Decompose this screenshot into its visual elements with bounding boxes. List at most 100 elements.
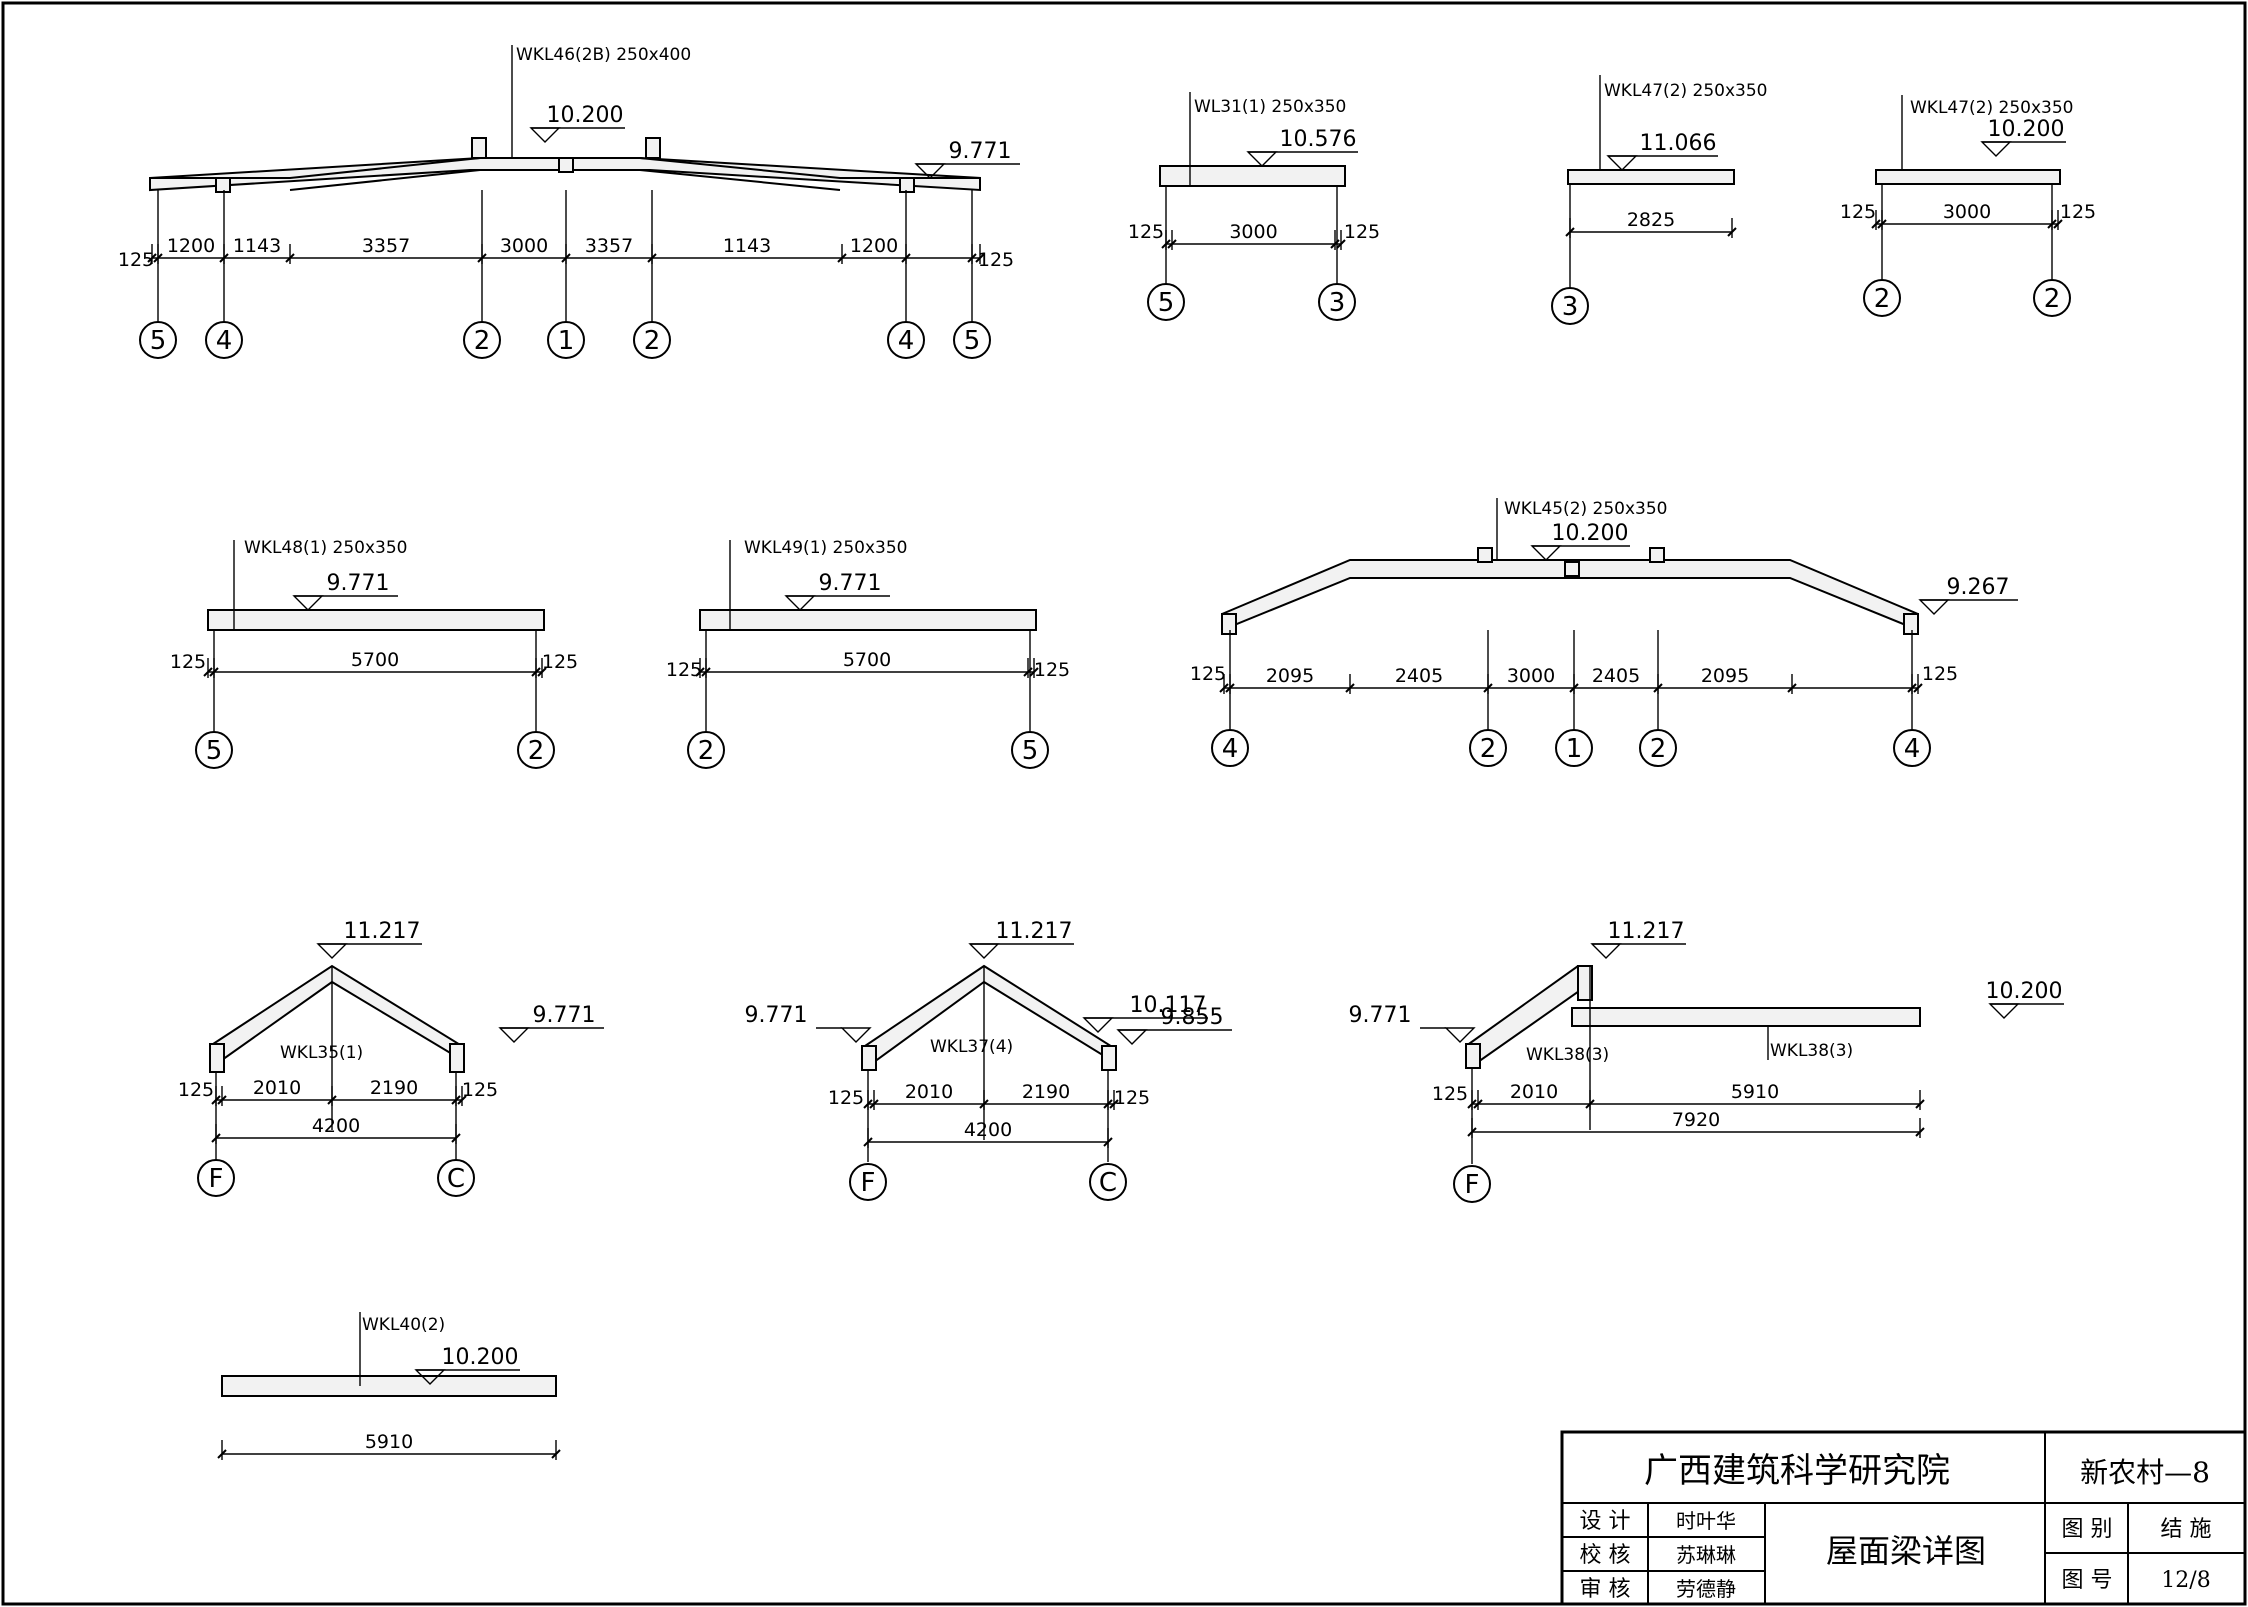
dimension-value: 125: [978, 249, 1014, 271]
dimension-value: 125: [1922, 663, 1958, 685]
column-stub: [1649, 547, 1665, 563]
elevation-marker: [1988, 1003, 2020, 1019]
dimension-value: 2095: [1266, 665, 1314, 687]
elevation-value: 11.066: [1640, 131, 1717, 156]
slab-section: [1159, 165, 1346, 187]
project-code: 新农村—8: [2080, 1456, 2210, 1489]
elevation-value: 10.200: [547, 103, 624, 128]
axis-bubble: [633, 321, 671, 359]
elevation-value: 10.200: [1552, 521, 1629, 546]
axis-label: 2: [698, 736, 715, 766]
axis-bubble: [197, 1159, 235, 1197]
dimension-value: 2405: [1395, 665, 1443, 687]
dimension-value: 125: [1034, 659, 1070, 681]
axis-bubble: [1211, 729, 1249, 767]
dimension-value: 125: [828, 1087, 864, 1109]
number-value: 12/8: [2161, 1568, 2210, 1593]
line: [1219, 683, 1229, 693]
elevation-marker: [1116, 1029, 1148, 1045]
axis-bubble: [1453, 1165, 1491, 1203]
elevation-marker: [1530, 545, 1562, 561]
beam-label: WKL45(2) 250x350: [1504, 499, 1668, 519]
dimension-value: 2010: [253, 1077, 301, 1099]
axis-label: 5: [206, 736, 223, 766]
institute-name: 广西建筑科学研究院: [1644, 1451, 1950, 1491]
axis-label: 1: [558, 326, 575, 356]
dimension-value: 125: [170, 651, 206, 673]
elevation-value: 9.771: [533, 1003, 596, 1028]
axis-label: 5: [1022, 736, 1039, 766]
role-design: 设 计: [1580, 1509, 1631, 1534]
line: [1727, 227, 1737, 237]
dimension-value: 125: [1432, 1083, 1468, 1105]
dimension-value: 3357: [585, 235, 633, 257]
axis-bubble: [2033, 279, 2071, 317]
dimension-value: 125: [2060, 201, 2096, 223]
line: [551, 1449, 561, 1459]
elevation-value: 11.217: [344, 919, 421, 944]
axis-label: 4: [1904, 734, 1921, 764]
line: [203, 667, 213, 677]
axis-label: 2: [644, 326, 661, 356]
dimension-value: 125: [118, 249, 154, 271]
role-review: 审 核: [1580, 1577, 1631, 1602]
line: [1029, 667, 1039, 677]
axis-label: 2: [474, 326, 491, 356]
axis-label: C: [447, 1164, 465, 1194]
title-block: 广西建筑科学研究院 新农村—8 设 计 校 核 审 核 时叶华 苏琳琳 劳德静 …: [1560, 1430, 2247, 1606]
axis-bubble: [1639, 729, 1677, 767]
designer-name: 时叶华: [1676, 1509, 1736, 1533]
axis-bubble: [1469, 729, 1507, 767]
elevation-value: 9.771: [949, 139, 1012, 164]
axis-bubble: [517, 731, 555, 769]
elevation-value: 10.200: [1986, 979, 2063, 1004]
elevation-value: 9.771: [1349, 1003, 1412, 1028]
dimension-value: 2190: [1022, 1081, 1070, 1103]
elevation-marker: [840, 1027, 872, 1043]
column-stub: [1221, 613, 1237, 635]
dimension-value: 125: [462, 1079, 498, 1101]
dimension-value: 3000: [500, 235, 548, 257]
axis-label: 4: [898, 326, 915, 356]
axis-label: 3: [1329, 288, 1346, 318]
dimension-value: 1200: [850, 235, 898, 257]
slab-section: [1875, 169, 2061, 185]
dimension-value: 3000: [1507, 665, 1555, 687]
dimension-value: 125: [1114, 1087, 1150, 1109]
slab-section: [221, 1375, 557, 1397]
line: [217, 1449, 227, 1459]
elevation-value: 10.576: [1280, 127, 1357, 152]
dimension-value: 1200: [167, 235, 215, 257]
elevation-value: 11.217: [1608, 919, 1685, 944]
beam-label: WKL47(2) 250x350: [1910, 98, 2074, 118]
elevation-value: 9.855: [1161, 1005, 1224, 1030]
dimension-value: 3357: [362, 235, 410, 257]
beam-label: WL31(1) 250x350: [1194, 97, 1346, 117]
elevation-marker: [1246, 151, 1278, 167]
line: [695, 667, 705, 677]
axis-bubble: [1555, 729, 1593, 767]
elevation-marker: [1590, 943, 1622, 959]
column-stub: [1465, 1043, 1481, 1069]
axis-label: 2: [528, 736, 545, 766]
axis-bubble: [437, 1159, 475, 1197]
dimension-value: 2010: [905, 1081, 953, 1103]
slab-section: [207, 609, 545, 631]
axis-label: 5: [1158, 288, 1175, 318]
axis-bubble: [195, 731, 233, 769]
column-stub: [449, 1043, 465, 1073]
axis-bubble: [1893, 729, 1931, 767]
axis-bubble: [1863, 279, 1901, 317]
line: [975, 253, 985, 263]
checker-name: 苏琳琳: [1676, 1543, 1736, 1567]
axis-label: 1: [1566, 734, 1583, 764]
line: [537, 667, 547, 677]
axis-bubble: [1011, 731, 1049, 769]
